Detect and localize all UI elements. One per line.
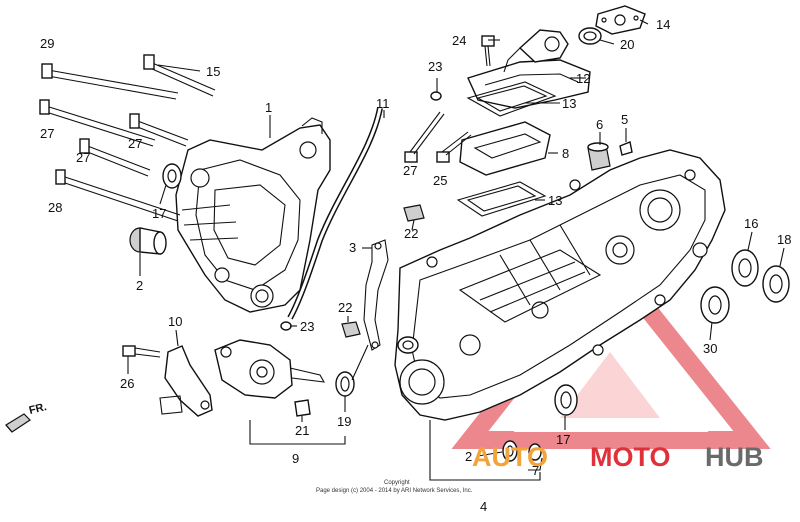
copyright-line1: Copyright (384, 480, 410, 486)
callout-11: 11 (376, 96, 390, 111)
pin-22-lower (341, 321, 361, 338)
callout-6: 6 (596, 117, 603, 132)
oil-seal-17-left (162, 163, 182, 189)
gasket-13-lower (456, 181, 547, 217)
callout-16: 16 (744, 216, 758, 231)
callout-27b: 27 (128, 136, 142, 151)
gasket-13-top (466, 81, 557, 117)
cap-14 (595, 5, 646, 35)
reed-valve-8 (459, 121, 551, 176)
callout-26: 26 (120, 376, 134, 391)
clip-5 (619, 141, 633, 156)
bolt-26 (122, 345, 161, 358)
bracket-10 (159, 345, 213, 417)
front-marker-text: FR. (28, 401, 48, 417)
bushing-6 (587, 142, 611, 171)
o-ring-20 (578, 27, 602, 45)
callout-1: 1 (265, 100, 272, 115)
pin-22-upper (403, 204, 425, 222)
callout-10: 10 (168, 314, 182, 329)
washer-21 (294, 399, 311, 417)
bolts-left (39, 54, 216, 222)
clip-23-lower (280, 321, 292, 331)
watermark-moto: MOTO (590, 442, 671, 472)
o-ring-19 (335, 371, 355, 397)
o-ring-near-case (397, 336, 419, 354)
callout-18: 18 (777, 232, 791, 247)
gasket-3 (363, 239, 389, 351)
clip-23-top (430, 91, 442, 101)
callout-20: 20 (620, 37, 634, 52)
callout-13b: 13 (548, 193, 562, 208)
dowel-2-left (129, 227, 167, 255)
callout-8: 8 (562, 146, 569, 161)
callout-14: 14 (656, 17, 670, 32)
leader-lines (127, 19, 785, 481)
callout-22a: 22 (404, 226, 418, 241)
breather-tube-11 (287, 107, 383, 320)
left-crankcase-cover (175, 117, 331, 313)
part-7 (528, 443, 542, 461)
callout-2b: 2 (465, 449, 472, 464)
callout-5: 5 (621, 112, 628, 127)
copyright-line2: Page design (c) 2004 - 2014 by ARI Netwo… (316, 488, 473, 494)
callout-25: 25 (433, 173, 447, 188)
callout-15: 15 (206, 64, 220, 79)
callout-3: 3 (349, 240, 356, 255)
dowel-2-lower (502, 440, 518, 462)
bolt-25 (436, 131, 472, 163)
callout-12: 12 (576, 71, 590, 86)
callout-9: 9 (292, 451, 299, 466)
callout-labels: 29 15 1 27 27 27 17 28 2 11 23 24 14 20 … (40, 17, 791, 514)
callout-17a: 17 (152, 206, 166, 221)
right-crankcase (394, 149, 726, 421)
callout-13a: 13 (562, 96, 576, 111)
callout-17b: 17 (556, 432, 570, 447)
bearing-16 (731, 249, 759, 287)
callout-19: 19 (337, 414, 351, 429)
oil-pump-9 (214, 339, 326, 399)
callout-27c: 27 (76, 150, 90, 165)
callout-30: 30 (703, 341, 717, 356)
callout-23a: 23 (428, 59, 442, 74)
watermark-auto: AUTO (472, 442, 548, 472)
callout-27d: 27 (403, 163, 417, 178)
callout-27a: 27 (40, 126, 54, 141)
bearing-18 (762, 265, 790, 303)
callout-24: 24 (452, 33, 466, 48)
callout-22b: 22 (338, 300, 352, 315)
oil-seal-17-lower (554, 384, 578, 416)
bearing-30 (700, 286, 730, 324)
callout-4: 4 (480, 499, 487, 514)
callout-23b: 23 (300, 319, 314, 334)
bolt-24 (481, 35, 495, 67)
front-direction-marker: FR. (5, 401, 48, 433)
callout-29: 29 (40, 36, 54, 51)
watermark-text: AUTO MOTO HUB (472, 442, 764, 472)
bolt-27-center (404, 111, 445, 163)
watermark-hub: HUB (705, 442, 764, 472)
copyright-notice: Copyright Page design (c) 2004 - 2014 by… (316, 480, 473, 494)
callout-2a: 2 (136, 278, 143, 293)
callout-21: 21 (295, 423, 309, 438)
callout-28: 28 (48, 200, 62, 215)
callout-7: 7 (532, 463, 539, 478)
